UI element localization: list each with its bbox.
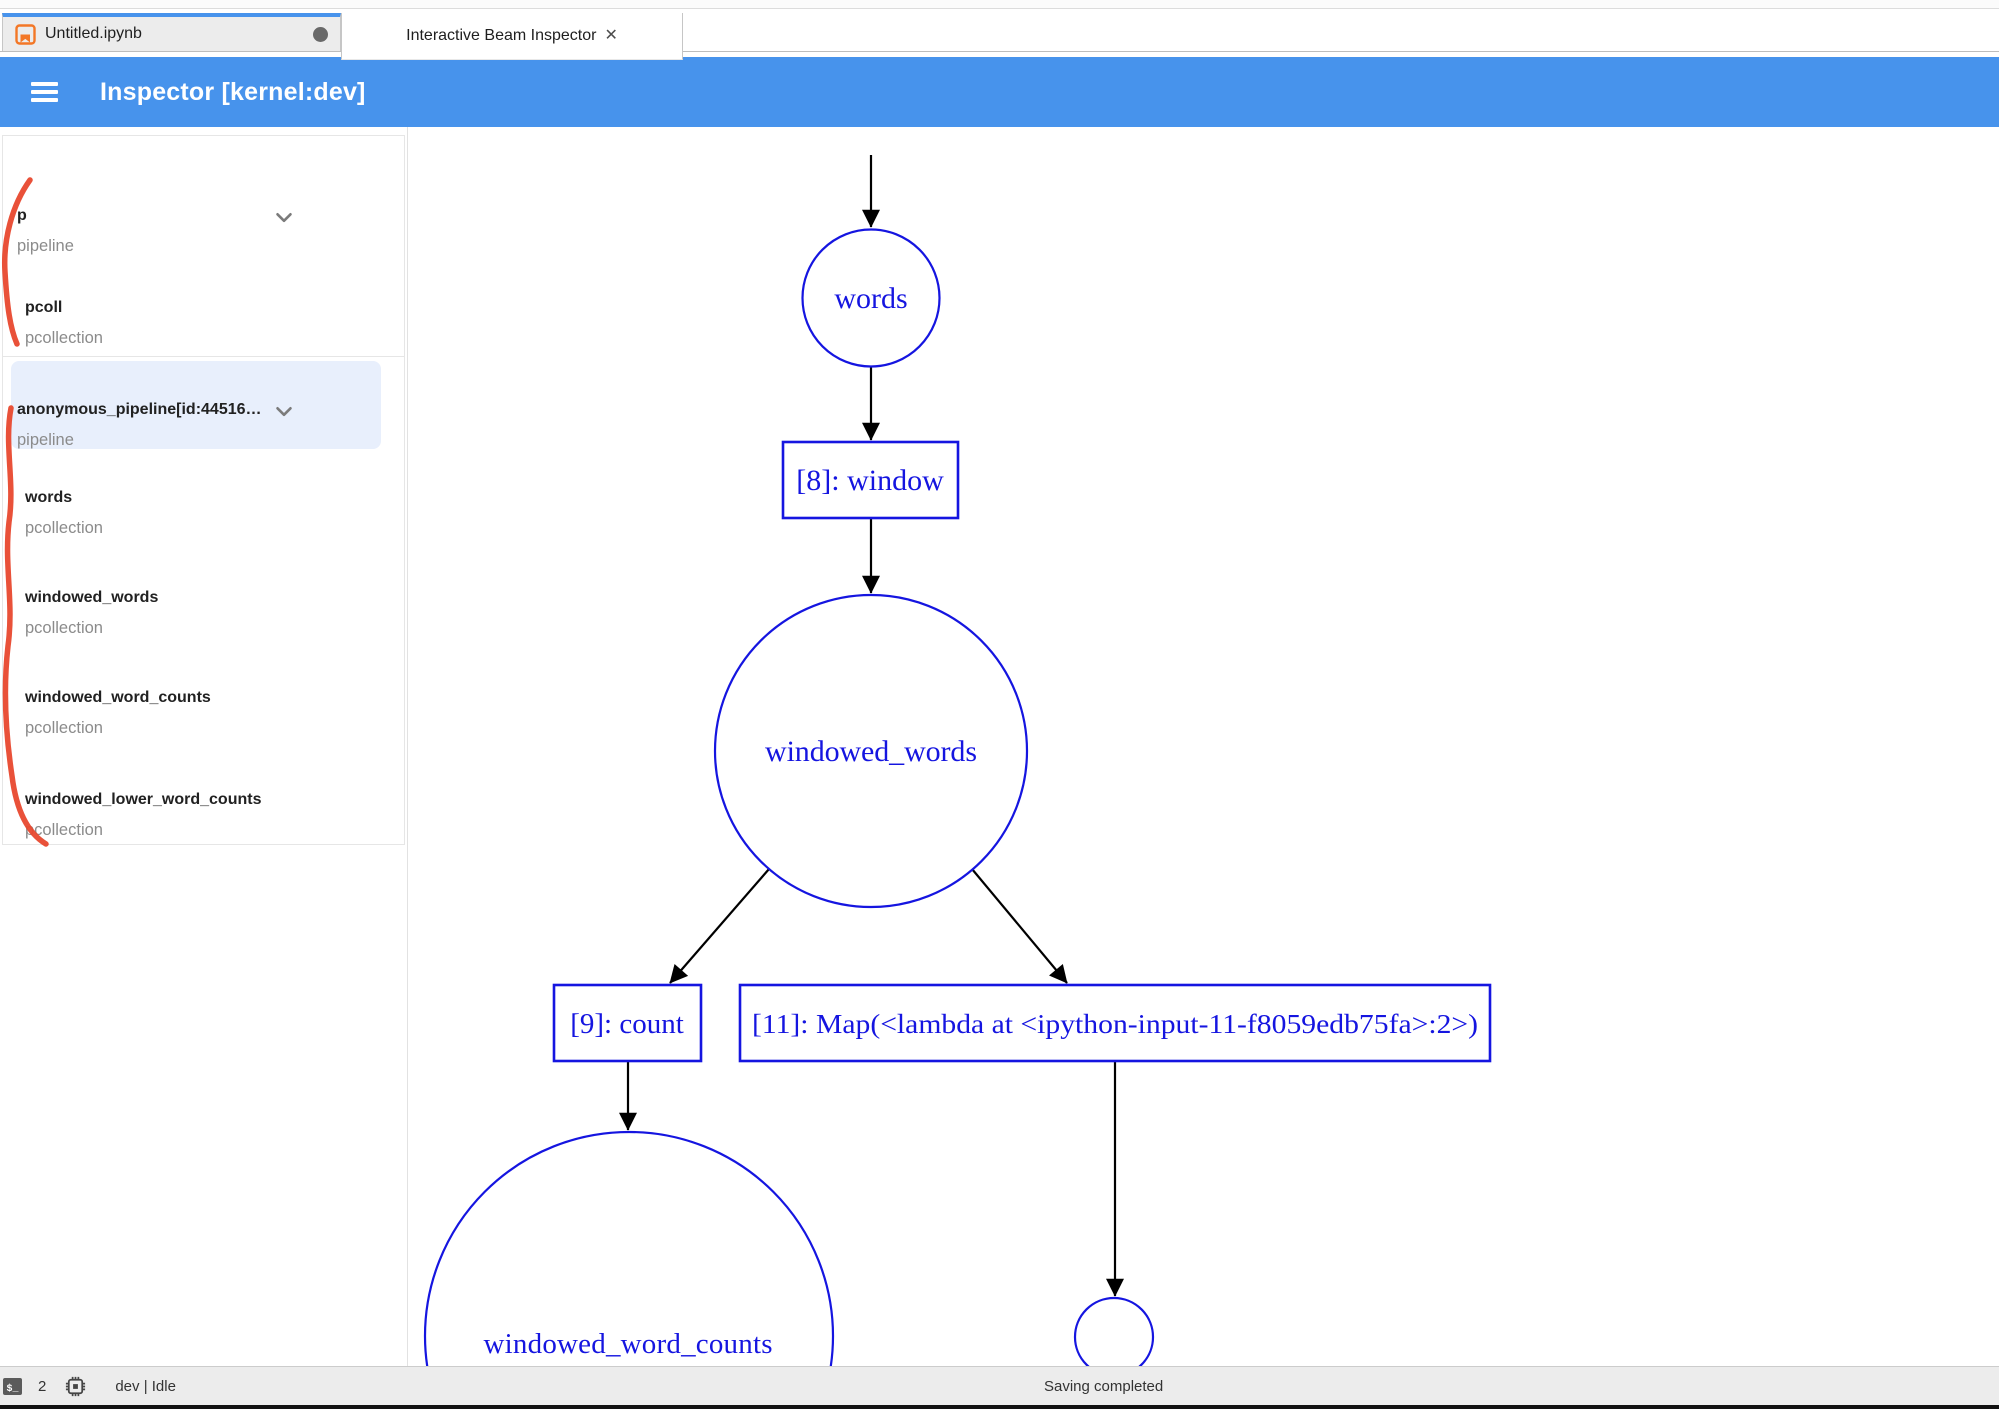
sidebar-item-words[interactable]: words pcollection xyxy=(3,485,426,541)
item-name: p xyxy=(17,207,27,224)
save-status-message: Saving completed xyxy=(1044,1378,1164,1395)
node-label: words xyxy=(834,282,907,315)
chevron-down-icon[interactable] xyxy=(271,398,297,424)
node-windowed-words[interactable] xyxy=(713,593,1029,909)
item-name: windowed_lower_word_counts xyxy=(25,791,262,808)
tab-interactive-beam-inspector[interactable]: Interactive Beam Inspector ✕ xyxy=(341,13,683,60)
item-name: windowed_word_counts xyxy=(25,689,211,706)
node-count-transform[interactable] xyxy=(552,983,703,1063)
kernel-status[interactable]: dev | Idle xyxy=(115,1378,176,1395)
node-label: windowed_words xyxy=(765,735,977,768)
node-label: [9]: count xyxy=(570,1008,684,1040)
item-name: windowed_words xyxy=(25,589,159,606)
edge-windowed-words-to-map xyxy=(971,868,1068,984)
item-type: pipeline xyxy=(17,237,74,255)
sidebar-item-pcoll[interactable]: pcoll pcollection xyxy=(3,295,426,351)
window-top-strip xyxy=(0,0,1999,9)
item-type: pipeline xyxy=(17,431,74,449)
notebook-icon xyxy=(15,23,36,45)
tab-label: Untitled.ipynb xyxy=(45,25,142,42)
group-divider xyxy=(3,356,404,357)
edge-windowed-words-to-count xyxy=(669,868,770,984)
node-label: [11]: Map(<lambda at <ipython-input-11-f… xyxy=(752,1009,1478,1039)
pipeline-sidebar: p pipeline pcoll pcollection anonymous_p… xyxy=(0,127,408,1366)
sidebar-item-anonymous-pipeline[interactable]: anonymous_pipeline[id:44516… pipeline xyxy=(3,397,418,453)
pipeline-list-panel: p pipeline pcoll pcollection anonymous_p… xyxy=(2,135,405,845)
kernel-chip-icon[interactable] xyxy=(64,1375,87,1398)
tab-untitled-notebook[interactable]: Untitled.ipynb xyxy=(2,13,341,51)
node-label: [8]: window xyxy=(796,464,944,497)
sidebar-item-windowed-words[interactable]: windowed_words pcollection xyxy=(3,585,426,641)
pipeline-dag: words [8]: window windowed_words [9]: co… xyxy=(423,155,1492,1366)
node-map-transform[interactable] xyxy=(738,983,1492,1063)
terminal-count[interactable]: 2 xyxy=(38,1378,47,1395)
inspector-header: Inspector [kernel:dev] xyxy=(0,57,1999,127)
terminal-icon[interactable]: $_ xyxy=(3,1378,22,1395)
item-name: pcoll xyxy=(25,299,63,316)
window-bottom-edge xyxy=(0,1405,1999,1409)
unsaved-changes-indicator[interactable] xyxy=(313,26,328,42)
selected-item-highlight xyxy=(11,361,381,449)
inspector-title: Inspector [kernel:dev] xyxy=(100,77,366,106)
status-bar: $_ 2 dev | Idle Saving completed xyxy=(0,1366,1999,1406)
sidebar-item-windowed-word-counts[interactable]: windowed_word_counts pcollection xyxy=(3,685,426,741)
chevron-down-icon[interactable] xyxy=(271,204,297,230)
item-type: pcollection xyxy=(25,329,103,347)
item-type: pcollection xyxy=(25,719,103,737)
node-unnamed-output[interactable] xyxy=(1073,1296,1155,1366)
item-type: pcollection xyxy=(25,519,103,537)
item-type: pcollection xyxy=(25,821,103,839)
node-label: windowed_word_counts xyxy=(484,1328,773,1360)
sidebar-item-windowed-lower-word-counts[interactable]: windowed_lower_word_counts pcollection xyxy=(3,787,426,843)
node-words[interactable] xyxy=(801,228,941,368)
item-name: words xyxy=(25,489,73,506)
node-window-transform[interactable] xyxy=(781,440,960,520)
pipeline-graph-canvas: words [8]: window windowed_words [9]: co… xyxy=(408,127,1999,1366)
close-tab-icon[interactable]: ✕ xyxy=(604,27,618,44)
item-name: anonymous_pipeline[id:44516… xyxy=(17,401,262,418)
graph-edges xyxy=(619,155,1124,1297)
item-type: pcollection xyxy=(25,619,103,637)
hamburger-menu-icon[interactable] xyxy=(31,82,58,102)
tab-label: Interactive Beam Inspector xyxy=(406,27,597,44)
dock-tab-bar: Untitled.ipynb Interactive Beam Inspecto… xyxy=(0,9,1999,60)
node-windowed-word-counts[interactable] xyxy=(423,1130,835,1366)
sidebar-item-pipeline-p[interactable]: p pipeline xyxy=(3,203,418,259)
